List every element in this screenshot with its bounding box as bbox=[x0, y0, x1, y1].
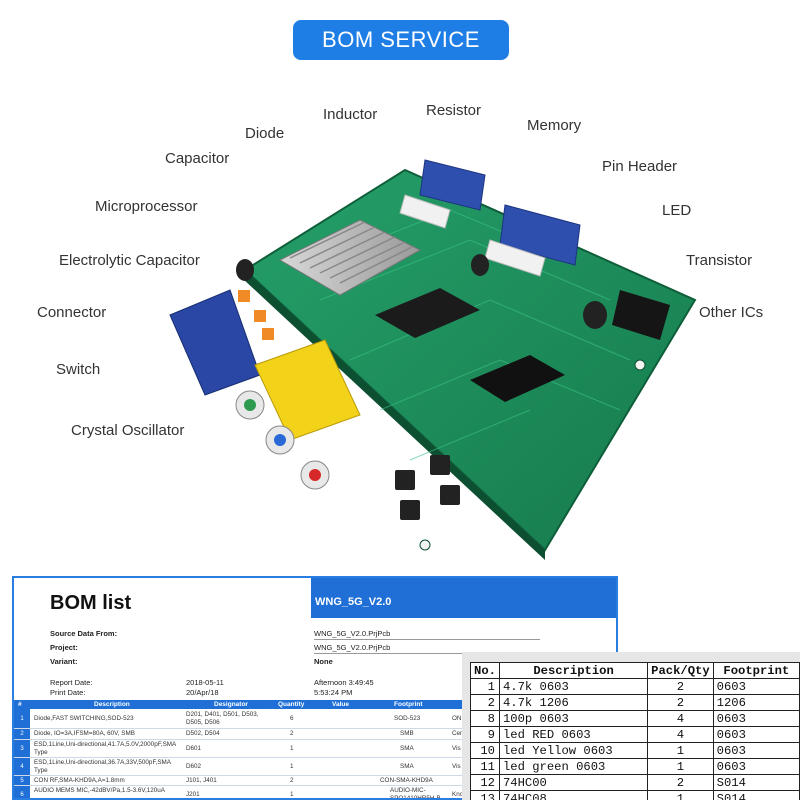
header-pack-qty: Pack/Qty bbox=[647, 662, 714, 679]
label-pin-header: Pin Header bbox=[602, 158, 678, 175]
print-time-value: 5:53:24 PM bbox=[314, 688, 353, 697]
report-date-value: 2018-05-11 bbox=[186, 678, 224, 687]
report-date-label: Report Date: bbox=[50, 678, 93, 687]
project-label: Project: bbox=[50, 643, 78, 652]
label-crystal-oscillator: Crystal Oscillator bbox=[71, 422, 185, 439]
bom-row: 5 CON RF,SMA-KHD9A,A=1.8mm J101, J401 2 … bbox=[14, 776, 616, 786]
label-switch: Switch bbox=[56, 361, 101, 378]
label-transistor: Transistor bbox=[686, 252, 753, 269]
variant-value: None bbox=[314, 657, 333, 666]
header-description: Description bbox=[498, 662, 649, 679]
label-electrolytic-capacitor: Electrolytic Capacitor bbox=[59, 252, 200, 269]
col-value: Value bbox=[332, 701, 349, 708]
pcb-board-image bbox=[150, 150, 710, 560]
bom-list-title: BOM list bbox=[50, 592, 132, 614]
col-number: # bbox=[18, 701, 22, 708]
label-diode: Diode bbox=[245, 125, 285, 142]
label-inductor: Inductor bbox=[323, 106, 378, 123]
label-other-ics: Other ICs bbox=[699, 304, 764, 321]
label-microprocessor: Microprocessor bbox=[95, 198, 198, 215]
header-no: No. bbox=[470, 662, 500, 679]
col-description: Description bbox=[94, 701, 130, 708]
bom-row: 2 Diode, IO=3A,IFSM=80A, 60V, SMB D502, … bbox=[14, 729, 616, 740]
source-value: WNG_5G_V2.0.PrjPcb bbox=[314, 629, 391, 638]
print-date-label: Print Date: bbox=[50, 688, 86, 697]
label-memory: Memory bbox=[527, 117, 582, 134]
label-resistor: Resistor bbox=[426, 102, 482, 119]
bom-column-headers: # Description Designator Quantity Value … bbox=[14, 700, 616, 709]
label-capacitor: Capacitor bbox=[165, 150, 230, 167]
report-time-value: Afternoon 3:49:45 bbox=[314, 678, 374, 687]
variant-label: Variant: bbox=[50, 657, 78, 666]
print-date-value: 20/Apr/18 bbox=[186, 688, 219, 697]
header-footprint: Footprint bbox=[712, 662, 800, 679]
source-label: Source Data From: bbox=[50, 629, 118, 638]
bom-row: 4 ESD,1Line,Uni-directional,36.7A,33V,50… bbox=[14, 758, 616, 776]
col-designator: Designator bbox=[214, 701, 248, 708]
col-footprint: Footprint bbox=[394, 701, 423, 708]
bom-row: 3 ESD,1Line,Uni-directional,41.7A,5.0V,2… bbox=[14, 740, 616, 758]
bom-row: 6 AUDIO MEMS MIC,-42dBV/Pa,1.5-3.6V,120u… bbox=[14, 786, 616, 798]
project-value: WNG_5G_V2.0.PrjPcb bbox=[314, 643, 391, 652]
label-connector: Connector bbox=[37, 304, 107, 321]
bom-project-header: WNG_5G_V2.0 bbox=[311, 578, 616, 618]
bom-service-title: BOM SERVICE bbox=[293, 20, 509, 60]
bom-row: 1 Diode,FAST SWITCHING,SOD-523 D201, D40… bbox=[14, 709, 616, 729]
col-quantity: Quantity bbox=[278, 701, 305, 708]
label-led: LED bbox=[662, 202, 692, 219]
